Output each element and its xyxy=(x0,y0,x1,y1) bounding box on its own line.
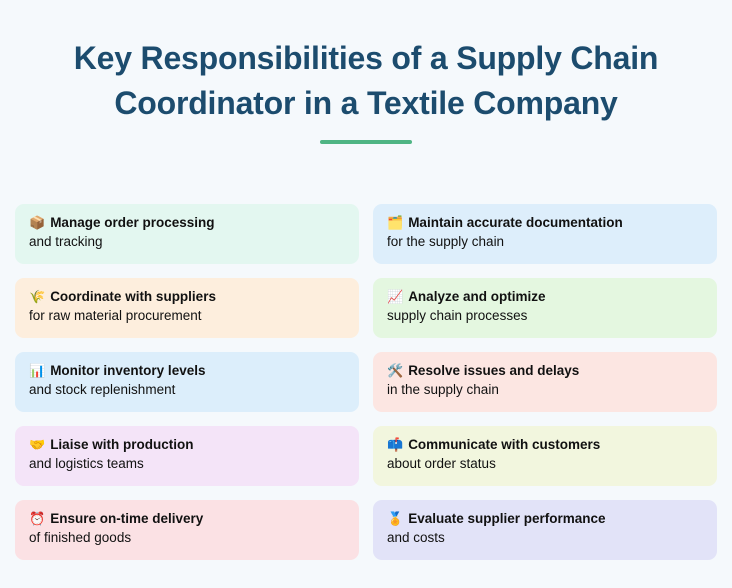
page-header: Key Responsibilities of a Supply Chain C… xyxy=(0,0,732,144)
sheaf-of-rice-icon: 🌾 xyxy=(29,289,46,304)
responsibility-card[interactable]: ⏰ Ensure on-time delivery of finished good… xyxy=(15,500,359,560)
hammer-and-wrench-icon: 🛠️ xyxy=(387,363,404,378)
card-title: Analyze and optimize xyxy=(408,289,546,304)
responsibility-card[interactable]: 📊 Monitor inventory levels and stock reple… xyxy=(15,352,359,412)
card-subtitle: and costs xyxy=(387,530,445,545)
card-subtitle: of finished goods xyxy=(29,530,132,545)
card-heading-row: 🗂️ Maintain accurate documentation xyxy=(387,213,703,232)
responsibility-card[interactable]: 📫 Communicate with customers about order s… xyxy=(373,426,717,486)
card-heading-row: 🛠️ Resolve issues and delays xyxy=(387,361,703,380)
package-icon: 📦 xyxy=(29,215,46,230)
page-title: Key Responsibilities of a Supply Chain C… xyxy=(73,40,659,121)
card-title: Liaise with production xyxy=(50,437,194,452)
card-subtitle: supply chain processes xyxy=(387,308,528,323)
alarm-clock-icon: ⏰ xyxy=(29,511,46,526)
mailbox-icon: 📫 xyxy=(387,437,404,452)
card-title: Ensure on-time delivery xyxy=(50,511,204,526)
card-subtitle: for the supply chain xyxy=(387,234,505,249)
card-heading-row: ⏰ Ensure on-time delivery xyxy=(29,509,345,528)
medal-icon: 🏅 xyxy=(387,511,404,526)
card-title: Maintain accurate documentation xyxy=(408,215,623,230)
card-title: Evaluate supplier performance xyxy=(408,511,606,526)
responsibility-card[interactable]: 🤝 Liaise with production and logistics tea… xyxy=(15,426,359,486)
card-index-dividers-icon: 🗂️ xyxy=(387,215,404,230)
card-title: Resolve issues and delays xyxy=(408,363,580,378)
responsibility-card[interactable]: 🛠️ Resolve issues and delays in the supply… xyxy=(373,352,717,412)
card-subtitle: and logistics teams xyxy=(29,456,144,471)
card-heading-row: 📦 Manage order processing xyxy=(29,213,345,232)
responsibility-card[interactable]: 🌾 Coordinate with suppliers for raw materi… xyxy=(15,278,359,338)
card-title: Communicate with customers xyxy=(408,437,601,452)
card-title: Manage order processing xyxy=(50,215,215,230)
card-heading-row: 📊 Monitor inventory levels xyxy=(29,361,345,380)
card-subtitle: in the supply chain xyxy=(387,382,499,397)
bar-chart-icon: 📊 xyxy=(29,363,46,378)
card-heading-row: 🏅 Evaluate supplier performance xyxy=(387,509,703,528)
responsibility-card[interactable]: 🏅 Evaluate supplier performance and costs xyxy=(373,500,717,560)
card-heading-row: 🤝 Liaise with production xyxy=(29,435,345,454)
card-subtitle: and stock replenishment xyxy=(29,382,176,397)
chart-increasing-icon: 📈 xyxy=(387,289,404,304)
responsibility-card-grid: 📦 Manage order processing and tracking 🗂️ Ma… xyxy=(15,204,717,560)
responsibility-card[interactable]: 📦 Manage order processing and tracking xyxy=(15,204,359,264)
handshake-icon: 🤝 xyxy=(29,437,46,452)
responsibility-card[interactable]: 📈 Analyze and optimize supply chain proces… xyxy=(373,278,717,338)
card-heading-row: 📫 Communicate with customers xyxy=(387,435,703,454)
responsibility-card[interactable]: 🗂️ Maintain accurate documentation for the… xyxy=(373,204,717,264)
card-subtitle: about order status xyxy=(387,456,496,471)
card-heading-row: 🌾 Coordinate with suppliers xyxy=(29,287,345,306)
card-subtitle: for raw material procurement xyxy=(29,308,202,323)
card-title: Monitor inventory levels xyxy=(50,363,206,378)
card-title: Coordinate with suppliers xyxy=(50,289,216,304)
card-subtitle: and tracking xyxy=(29,234,103,249)
title-accent-rule xyxy=(320,140,412,144)
card-heading-row: 📈 Analyze and optimize xyxy=(387,287,703,306)
